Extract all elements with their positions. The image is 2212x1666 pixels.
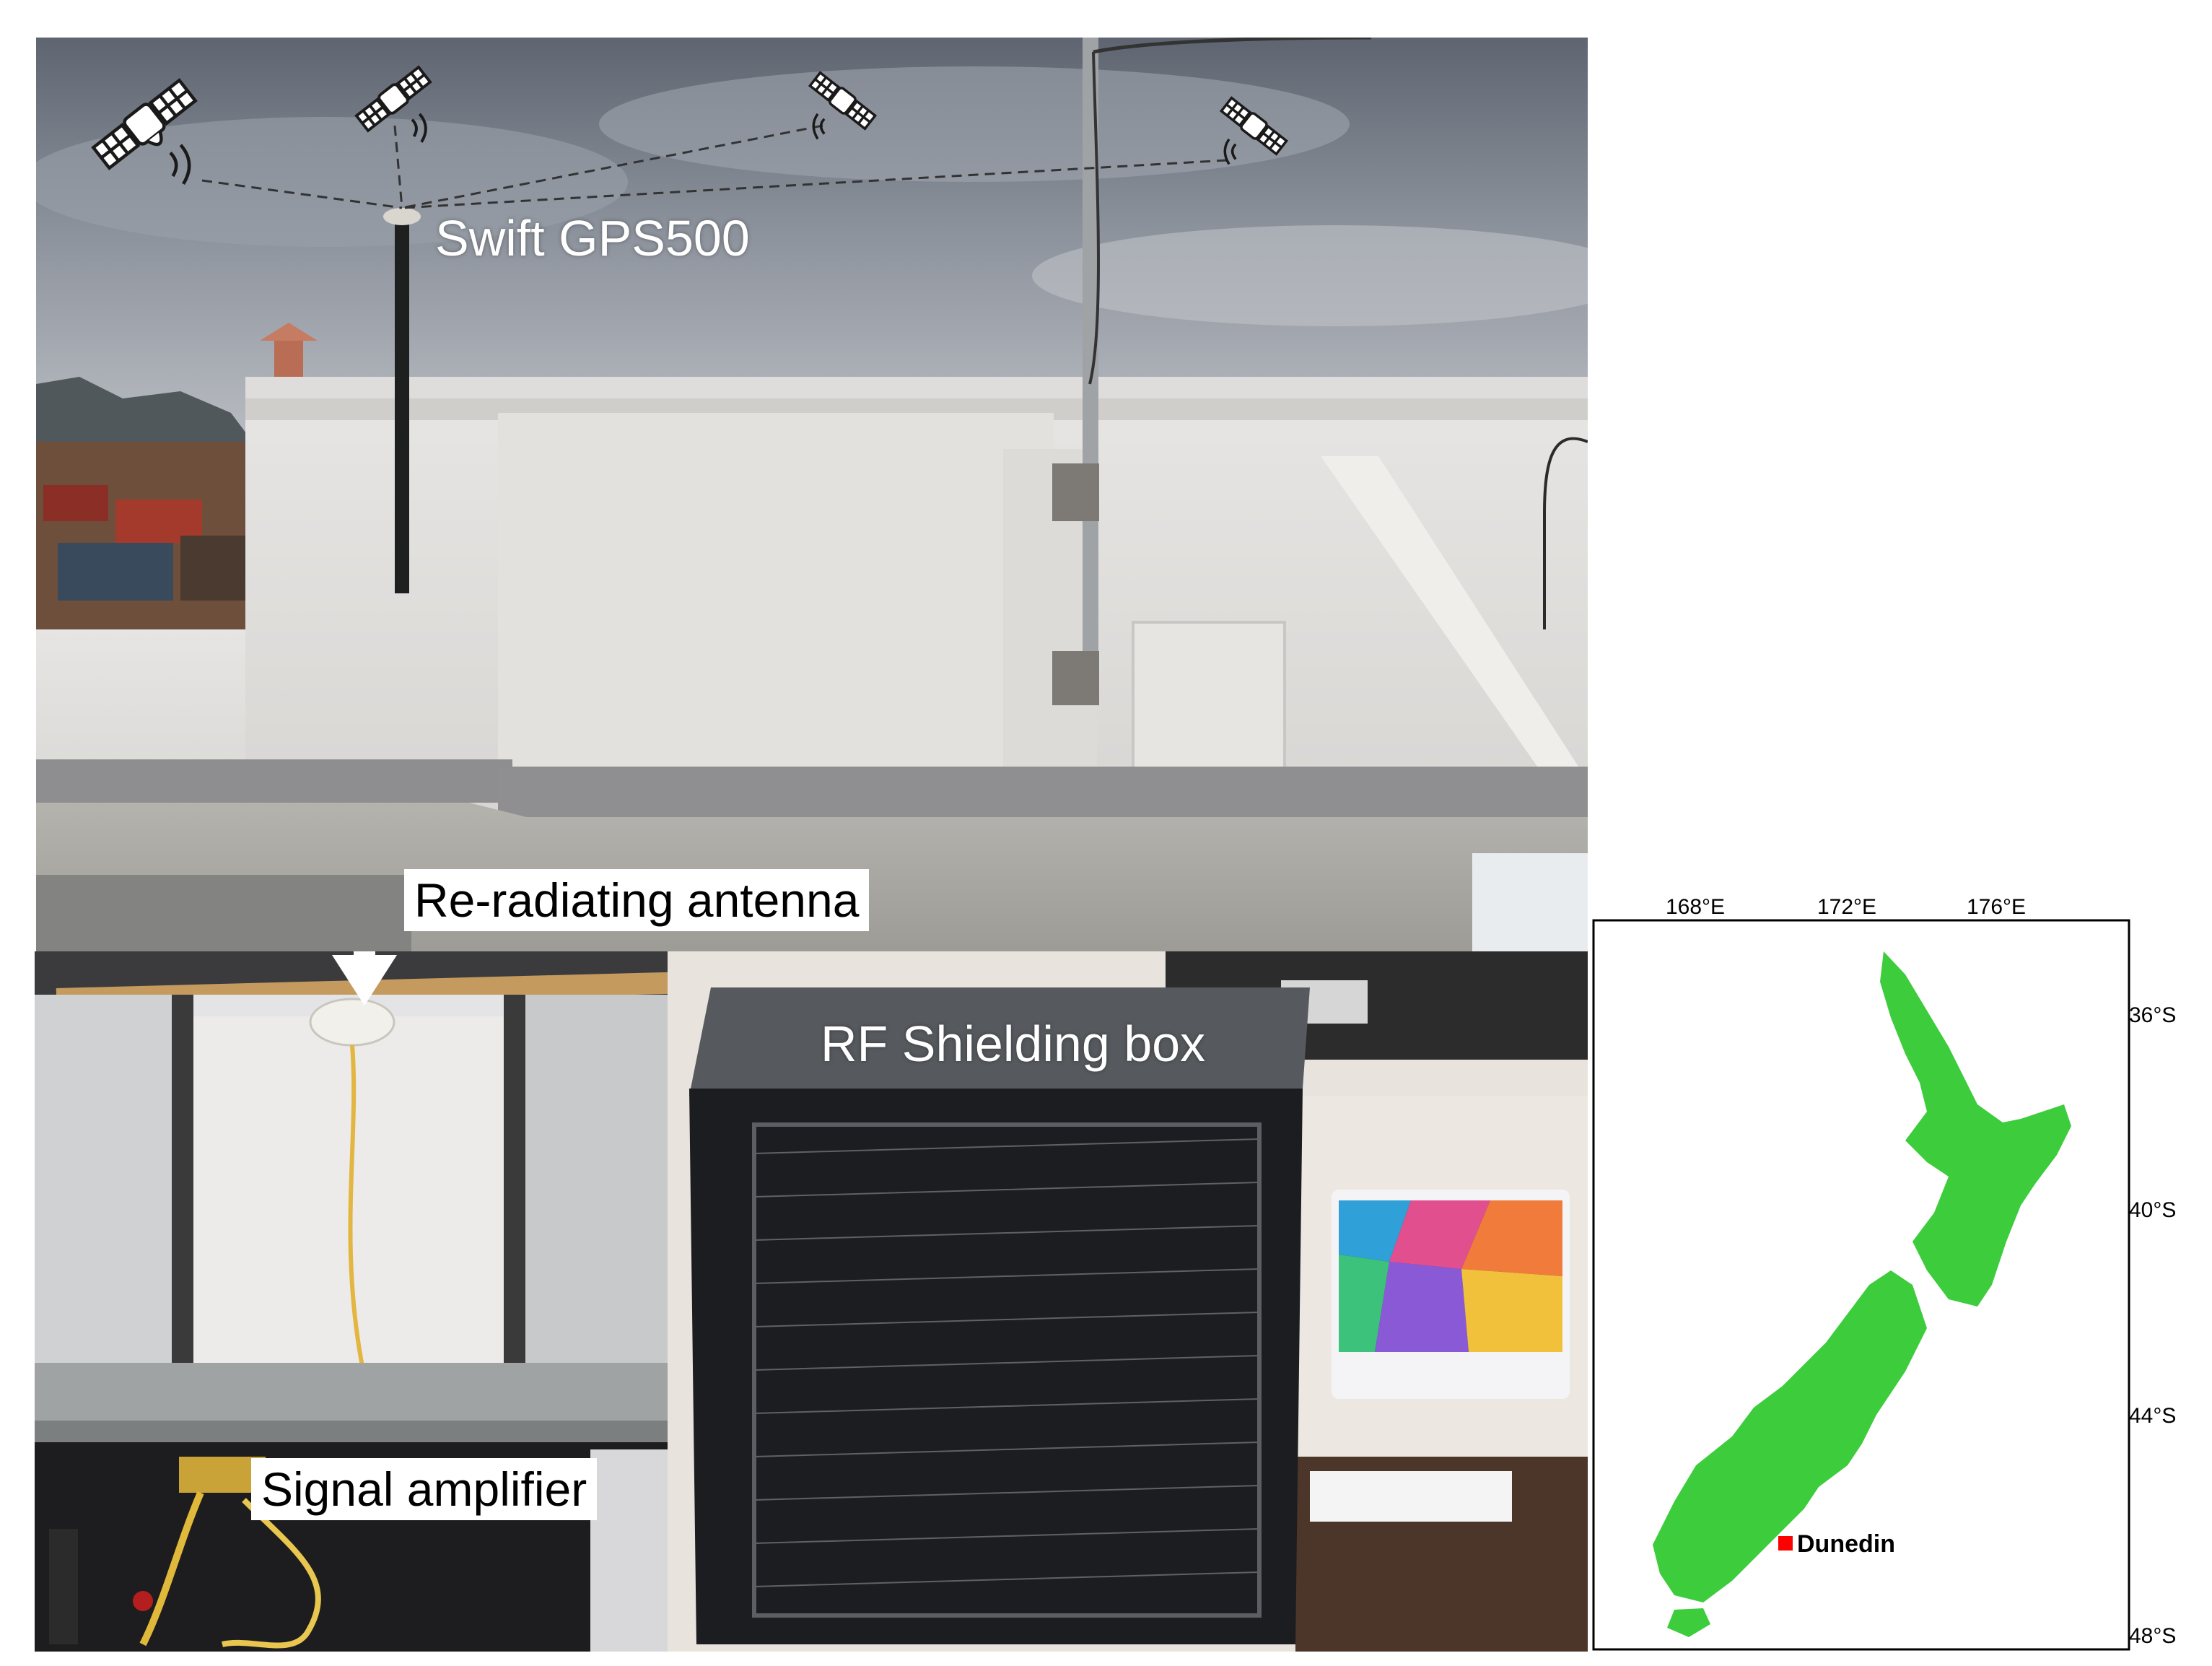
lon-label-176: 176°E (1967, 895, 2027, 919)
rack-photo: Signal amplifier (35, 951, 668, 1652)
rack-scene (35, 951, 668, 1652)
lat-label-40s: 40°S (2129, 1198, 2177, 1222)
lat-label-48s: 48°S (2129, 1624, 2177, 1648)
rf-shielding-box-label: RF Shielding box (821, 1016, 1206, 1072)
south-island (1653, 1270, 1927, 1602)
gps-antenna-mast (395, 218, 409, 593)
metal-pole (1083, 38, 1098, 702)
lat-label-36s: 36°S (2129, 1003, 2177, 1027)
shielding-box-front (689, 1089, 1303, 1644)
keyboard (1310, 1471, 1512, 1522)
new-zealand-map: 168°E 172°E 176°E 36°S 40°S 44°S 48°S Du… (1588, 866, 2212, 1666)
stewart-island (1667, 1608, 1710, 1637)
re-radiating-antenna-label: Re-radiating antenna (404, 869, 870, 931)
satellite-icon (1219, 96, 1289, 165)
lon-label-168: 168°E (1666, 895, 1726, 919)
shielding-box-top (689, 987, 1310, 1096)
rooftop-scene (36, 38, 1588, 954)
north-island (1880, 951, 2071, 1307)
satellite-icon (91, 78, 198, 185)
lat-label-44s: 44°S (2129, 1404, 2177, 1428)
satellite-icon (808, 71, 878, 140)
swift-gps500-label: Swift GPS500 (435, 210, 750, 266)
box-scene (668, 951, 1588, 1652)
metal-shelf (35, 1363, 668, 1421)
rooftop-photo: Swift GPS500 (36, 38, 1588, 954)
satellite-sight-lines (201, 124, 1228, 209)
waterproof-skirting (498, 767, 1588, 817)
shielding-box-photo: RF Shielding box (668, 951, 1588, 1652)
dunedin-label: Dunedin (1797, 1530, 1895, 1558)
dunedin-marker (1778, 1536, 1793, 1551)
signal-amplifier-label: Signal amplifier (251, 1458, 598, 1520)
satellite-icon (354, 65, 432, 143)
down-arrow-icon (332, 951, 397, 1006)
lon-label-172: 172°E (1817, 895, 1877, 919)
map-plot (1592, 919, 2130, 1651)
